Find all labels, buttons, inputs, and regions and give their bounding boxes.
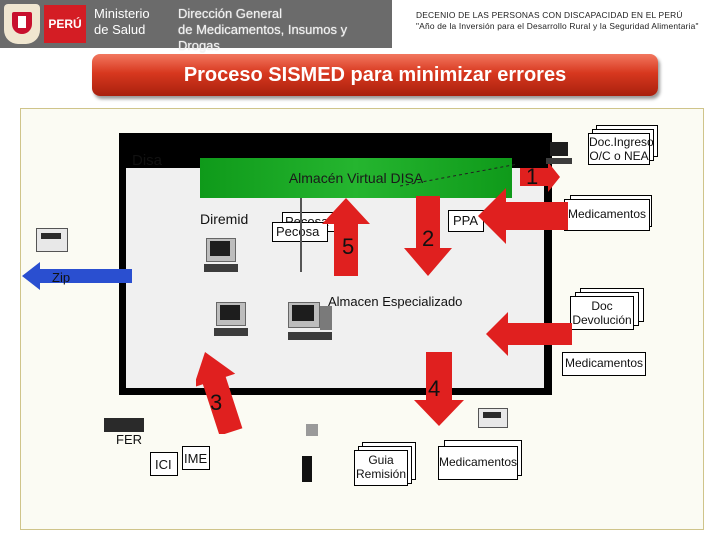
ici-label: ICI — [155, 457, 172, 472]
tower-icon — [302, 456, 312, 482]
doc-devolucion-line-2: Devolución — [572, 313, 632, 327]
medicamentos-bottom-doc: Medicamentos — [438, 446, 518, 480]
ministry-line-1: Ministerio — [94, 6, 150, 21]
ime-doc: IME — [182, 446, 210, 470]
zip-label: Zip — [52, 270, 71, 285]
medicamentos-mid-label: Medicamentos — [564, 356, 644, 370]
doc-ingreso: Doc.Ingreso O/C o NEA — [588, 133, 654, 165]
almacen-especializado-label: Almacen Especializado — [328, 294, 463, 309]
arrow-up-3-icon — [196, 352, 243, 434]
step-3-number: 3 — [210, 390, 223, 415]
medicamentos-top-label: Medicamentos — [567, 207, 647, 221]
zip-arrow-icon — [22, 262, 132, 290]
step-1-number: 1 — [526, 164, 539, 189]
step-2-number: 2 — [422, 226, 435, 251]
arrow-down-2-icon — [404, 196, 452, 276]
decenio-text: DECENIO DE LAS PERSONAS CON DISCAPACIDAD… — [416, 10, 716, 32]
peru-coat-of-arms-icon — [4, 4, 40, 44]
step-4-number: 4 — [428, 376, 441, 401]
doc-ingreso-line-1: Doc.Ingreso — [589, 135, 654, 149]
doc-devolucion: Doc Devolución — [570, 296, 634, 330]
guia-line-1: Guia — [368, 453, 394, 467]
peru-label: PERÚ — [48, 17, 82, 31]
almacen-virtual-label: Almacén Virtual DISA — [288, 170, 424, 186]
arrow-1-icon — [520, 162, 560, 192]
disk-icon — [36, 228, 68, 252]
computer-icon-diremid — [204, 238, 238, 274]
decenio-line-1: DECENIO DE LAS PERSONAS CON DISCAPACIDAD… — [416, 10, 683, 20]
medicamentos-mid-doc: Medicamentos — [562, 352, 646, 376]
fer-label: FER — [116, 432, 142, 447]
pecosa-front-label: Pecosa — [276, 224, 320, 239]
direction-name: Dirección General de Medicamentos, Insum… — [178, 6, 390, 54]
guia-line-2: Remisión — [355, 467, 406, 481]
arrow-medicamentos-left-icon — [478, 188, 568, 244]
peru-logo: PERÚ — [44, 5, 86, 43]
slide-title: Proceso SISMED para minimizar errores — [92, 54, 658, 96]
medicamentos-bottom-label: Medicamentos — [439, 455, 518, 469]
medicamentos-top-doc: Medicamentos — [564, 199, 650, 231]
direction-line-2: de Medicamentos, Insumos y Drogas — [178, 22, 348, 53]
diremid-label: Diremid — [200, 211, 249, 227]
computer-icon-left — [214, 302, 248, 338]
direction-line-1: Dirección General — [178, 6, 283, 21]
doc-ingreso-line-2: O/C o NEA — [589, 149, 649, 163]
divider-vertical — [300, 198, 302, 272]
doc-devolucion-line-1: Doc — [591, 299, 613, 313]
step-5-number: 5 — [342, 234, 355, 259]
small-device-icon — [306, 424, 318, 436]
disk-icon-bottom — [478, 408, 508, 428]
ime-label: IME — [184, 451, 208, 466]
ministry-line-2: de Salud — [94, 22, 146, 37]
computer-icon-ingreso — [546, 140, 576, 166]
ppa-label: PPA — [453, 213, 479, 228]
disa-inner-area — [126, 168, 544, 388]
almacen-virtual-bar — [200, 158, 512, 198]
ici-doc: ICI — [150, 452, 178, 476]
guia-remision-doc: Guia Remisión — [354, 450, 408, 486]
dashed-connector — [400, 163, 519, 187]
decenio-line-2: "Año de la Inversión para el Desarrollo … — [416, 21, 699, 31]
computer-icon-especializado — [288, 302, 336, 342]
disa-label: Disa — [132, 152, 163, 169]
arrow-up-5-icon — [322, 198, 370, 276]
arrow-devolucion-left-icon — [486, 312, 572, 356]
fer-device-icon — [104, 418, 144, 432]
ministry-name: Ministerio de Salud — [94, 6, 170, 38]
arrow-down-4-icon — [414, 352, 464, 426]
